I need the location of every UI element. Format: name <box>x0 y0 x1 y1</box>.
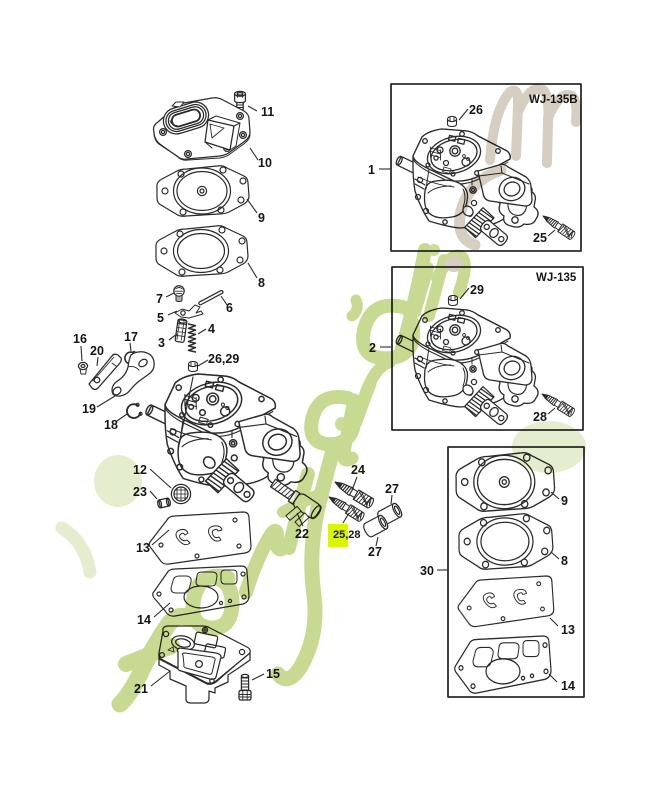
svg-text:16: 16 <box>73 332 87 346</box>
svg-text:18: 18 <box>104 418 118 432</box>
svg-text:27: 27 <box>368 545 382 559</box>
svg-text:25,28: 25,28 <box>333 529 361 541</box>
svg-text:1: 1 <box>368 163 375 177</box>
svg-text:26: 26 <box>469 103 483 117</box>
svg-text:7: 7 <box>156 292 163 306</box>
svg-text:4: 4 <box>208 322 215 336</box>
svg-text:17: 17 <box>124 330 138 344</box>
svg-text:9: 9 <box>258 211 265 225</box>
svg-text:30: 30 <box>420 564 434 578</box>
svg-text:29: 29 <box>470 283 484 297</box>
svg-text:5: 5 <box>157 311 164 325</box>
svg-text:27: 27 <box>385 482 399 496</box>
svg-text:11: 11 <box>261 105 274 119</box>
svg-text:20: 20 <box>90 344 104 358</box>
svg-text:8: 8 <box>561 554 568 568</box>
svg-text:26,29: 26,29 <box>208 352 239 366</box>
svg-text:9: 9 <box>561 494 568 508</box>
svg-text:25: 25 <box>533 231 547 245</box>
svg-text:3: 3 <box>158 336 165 350</box>
svg-text:10: 10 <box>258 156 272 170</box>
svg-text:24: 24 <box>351 463 365 477</box>
svg-text:28: 28 <box>533 410 547 424</box>
svg-text:19: 19 <box>82 402 96 416</box>
svg-text:14: 14 <box>561 679 575 693</box>
svg-text:13: 13 <box>561 623 575 637</box>
svg-text:13: 13 <box>136 541 150 555</box>
svg-text:WJ-135: WJ-135 <box>536 272 577 284</box>
svg-text:14: 14 <box>137 613 151 627</box>
svg-text:6: 6 <box>226 301 233 315</box>
svg-text:8: 8 <box>258 276 265 290</box>
